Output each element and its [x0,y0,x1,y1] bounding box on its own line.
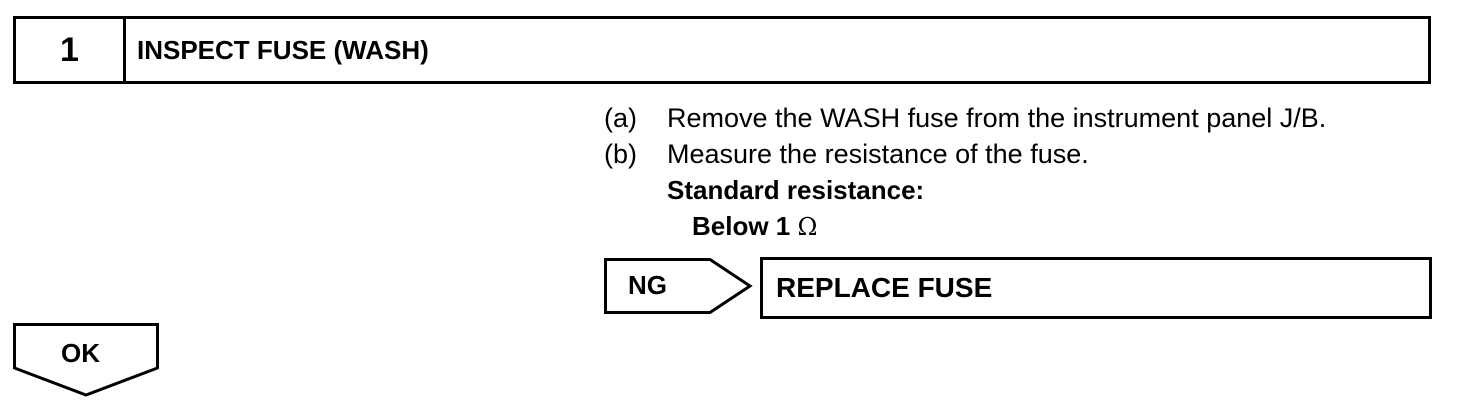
specification-value-line: Below 1 Ω [692,208,1326,245]
instruction-item: (b) Measure the resistance of the fuse. [604,136,1326,172]
specification-title: Standard resistance: [667,175,925,205]
step-header: 1 INSPECT FUSE (WASH) [13,16,1431,84]
instruction-item: (a) Remove the WASH fuse from the instru… [604,100,1326,136]
step-title: INSPECT FUSE (WASH) [137,34,429,65]
ng-label: NG [628,270,667,300]
ok-label: OK [61,338,100,368]
ok-arrow-shape [13,323,159,397]
ng-action-box: REPLACE FUSE [760,257,1432,319]
specification-unit: Ω [797,213,818,241]
ng-arrow-shape [604,258,753,314]
instructions-block: (a) Remove the WASH fuse from the instru… [604,100,1326,245]
specification-value: Below 1 [692,211,791,241]
step-number: 1 [16,19,126,81]
ng-action-text: REPLACE FUSE [776,272,993,303]
instruction-marker: (b) [604,139,637,169]
instruction-text: Remove the WASH fuse from the instrument… [667,103,1327,133]
instruction-marker: (a) [604,103,637,133]
instruction-text: Measure the resistance of the fuse. [667,139,1089,169]
